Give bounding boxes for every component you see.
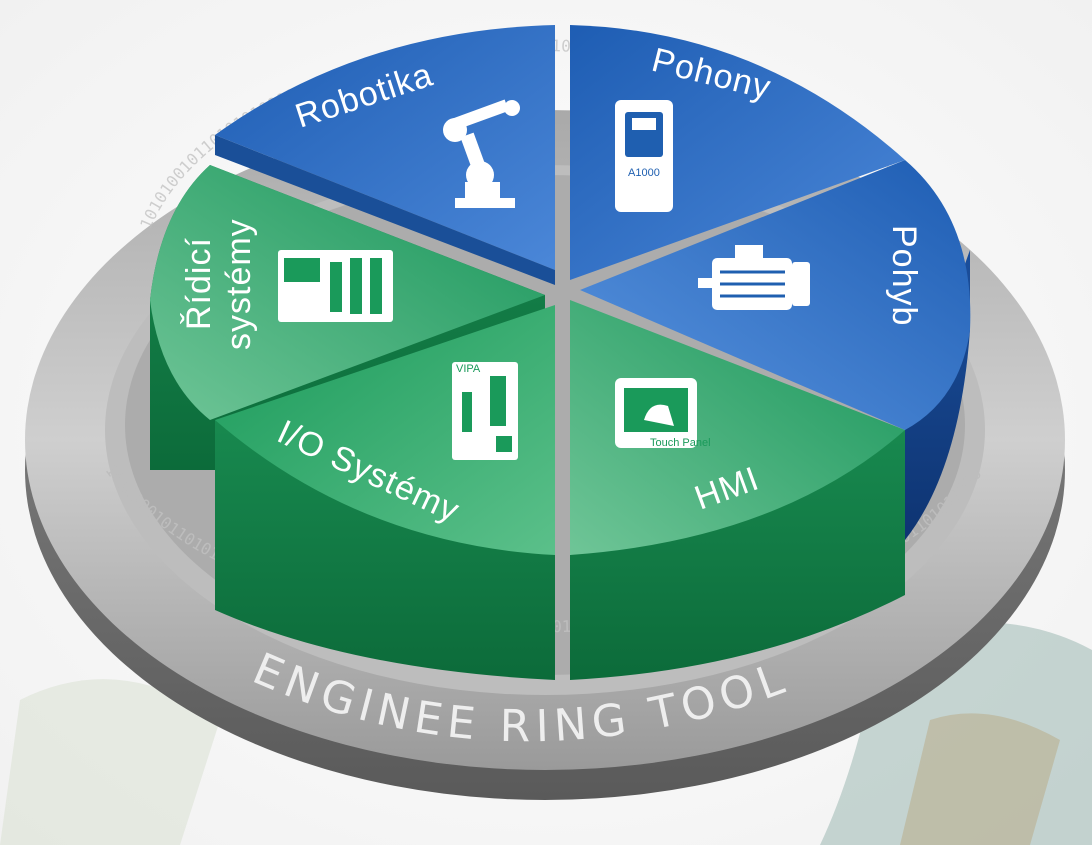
servo-motor-icon — [698, 245, 810, 310]
plc-controller-icon — [278, 250, 393, 322]
label-ridici-line2: systémy — [220, 218, 258, 350]
svg-text:VIPA: VIPA — [456, 363, 481, 375]
label-pohyb: Pohyb — [885, 225, 923, 326]
svg-text:Touch Panel: Touch Panel — [650, 437, 711, 449]
segment-hmi[interactable] — [570, 300, 905, 680]
touch-panel-icon: Touch Panel — [615, 378, 711, 449]
segment-pohony[interactable] — [570, 25, 905, 280]
svg-text:A1000: A1000 — [628, 167, 660, 179]
segment-robotika[interactable] — [215, 25, 555, 285]
io-module-icon: VIPA — [452, 362, 518, 460]
drive-unit-icon: A1000 — [615, 100, 673, 212]
robot-arm-icon — [443, 99, 520, 208]
label-ridici-line1: Řídicí — [180, 237, 218, 330]
